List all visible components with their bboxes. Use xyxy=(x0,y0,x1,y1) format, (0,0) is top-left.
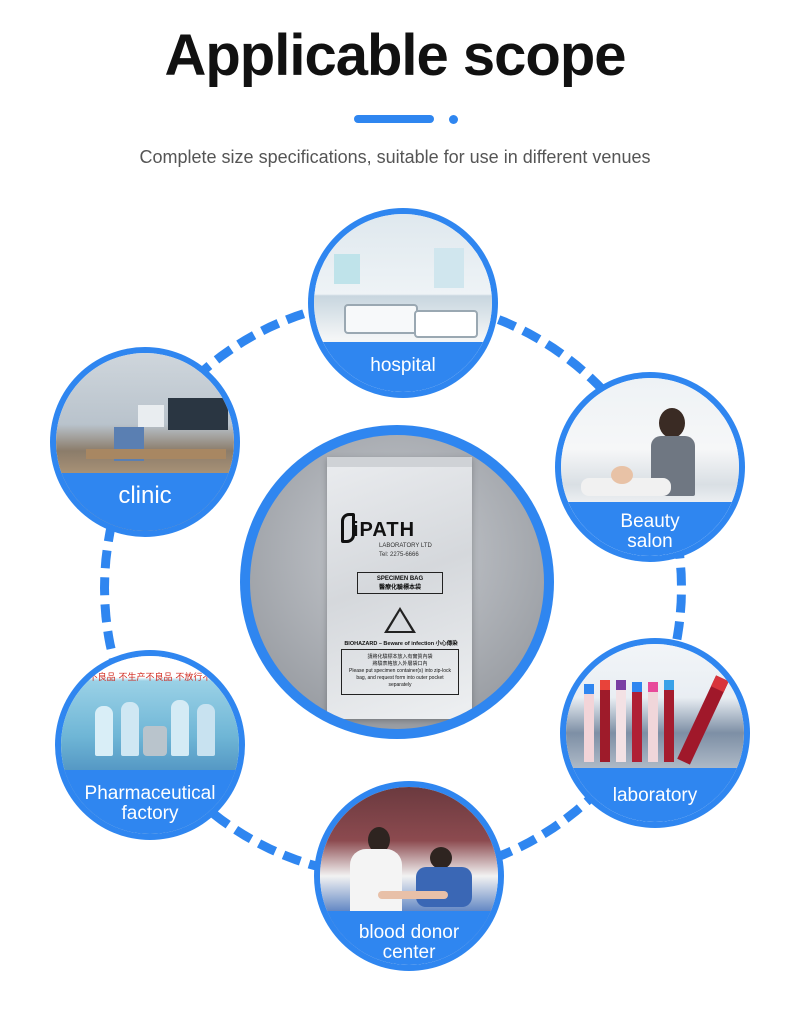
biohazard-icon xyxy=(384,607,416,633)
venue-label-beauty-salon: Beauty salon xyxy=(620,511,680,552)
venue-beauty-salon: Beauty salon xyxy=(555,372,745,562)
venue-label-laboratory: laboratory xyxy=(612,785,698,806)
bag-warning: BIOHAZARD – Beware of infection 小心傳染 xyxy=(344,641,458,647)
bag-title-box: SPECIMEN BAG 醫療化驗標本袋 xyxy=(357,572,443,594)
bag-title-en: SPECIMEN BAG xyxy=(376,576,424,582)
page-subtitle: Complete size specifications, suitable f… xyxy=(139,147,651,167)
venue-laboratory: laboratory xyxy=(560,638,750,828)
center-product-circle: iPATH LABORATORY LTD Tel: 2275-6666 SPEC… xyxy=(240,425,554,739)
page-title: Applicable scope xyxy=(164,23,626,88)
specimen-bag: iPATH LABORATORY LTD Tel: 2275-6666 SPEC… xyxy=(327,457,472,719)
venue-label-pharmaceutical-factory: Pharmaceutical factory xyxy=(84,783,216,824)
venue-clinic: clinic xyxy=(50,347,240,537)
ipath-logo-icon xyxy=(341,513,355,543)
bag-logo-sub: LABORATORY LTD xyxy=(379,543,432,549)
factory-banner-text: 不良品 不生产不良品 不放行不 xyxy=(88,673,212,683)
title-underline-dot xyxy=(449,115,458,124)
venue-blood-donor-center: blood donor center xyxy=(314,781,504,971)
venue-label-clinic: clinic xyxy=(118,482,172,509)
bag-note-line-3: Please put specimen container(s) into zi… xyxy=(349,668,451,688)
bag-title-zh: 醫療化驗標本袋 xyxy=(378,585,421,591)
bag-phone: Tel: 2275-6666 xyxy=(379,552,419,558)
venue-label-hospital: hospital xyxy=(370,355,436,376)
specimen-bag-photo: iPATH LABORATORY LTD Tel: 2275-6666 SPEC… xyxy=(250,435,544,729)
venue-pharmaceutical-factory: 不良品 不生产不良品 不放行不 Pharmaceutical factory xyxy=(55,650,245,840)
venue-label-blood-donor-center: blood donor center xyxy=(358,922,460,963)
bag-logo-text: iPATH xyxy=(353,519,416,541)
bag-instructions: 請將化驗標本放入有實質內袋 將驗表格放入外層袋口內 Please put spe… xyxy=(341,649,459,695)
venue-hospital: hospital xyxy=(308,208,498,398)
bag-note-line-2: 將驗表格放入外層袋口內 xyxy=(372,661,428,667)
bag-note-line-1: 請將化驗標本放入有實質內袋 xyxy=(367,654,433,660)
title-underline-bar xyxy=(354,115,434,123)
